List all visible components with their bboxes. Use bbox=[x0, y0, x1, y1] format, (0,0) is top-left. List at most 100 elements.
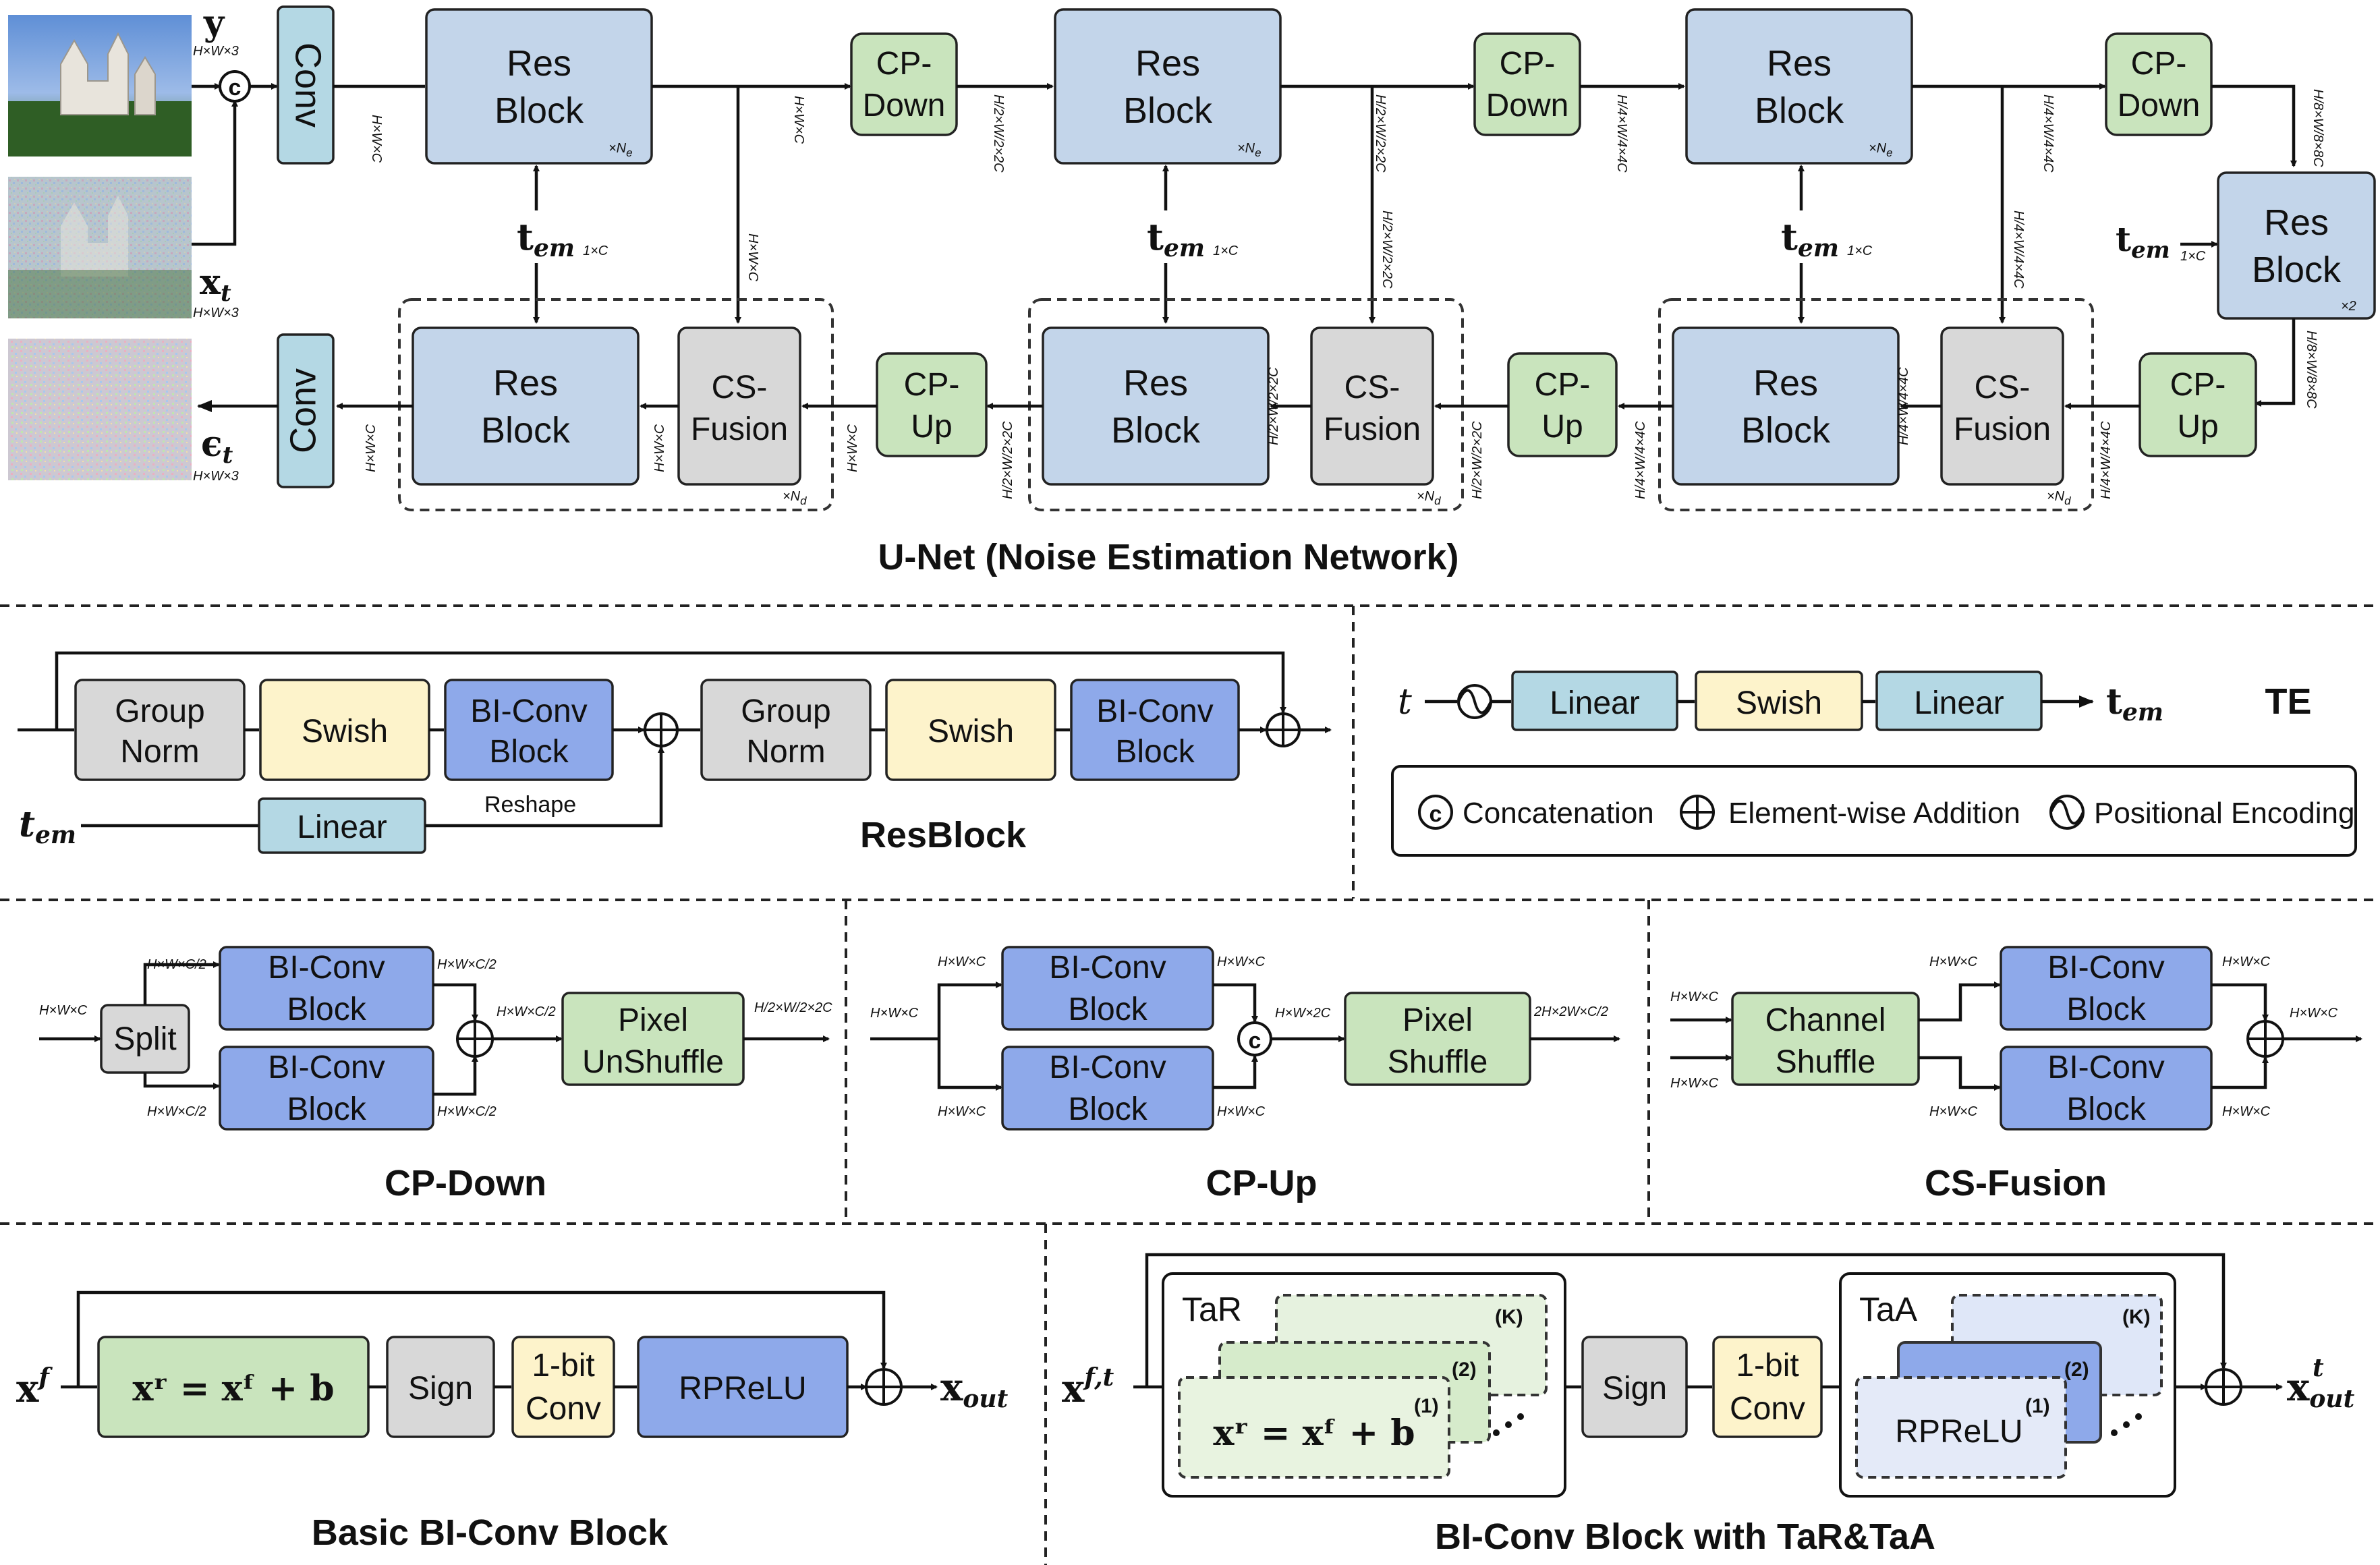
encoder-resblock-1: Res Block ×Ne bbox=[425, 8, 653, 165]
csf-biconv-2: BI-Conv Block bbox=[2000, 1046, 2213, 1131]
svg-text:(K): (K) bbox=[2122, 1306, 2151, 1328]
svg-text:Group: Group bbox=[115, 693, 204, 729]
rb-biconv-1: BI-Conv Block bbox=[444, 679, 614, 781]
tartaa-section: xf,t TaR (K) (2) xʳ = xᶠ + b (1) Sign bbox=[1062, 1253, 2355, 1557]
svg-text:Block: Block bbox=[1115, 734, 1195, 770]
svg-text:Split: Split bbox=[113, 1021, 176, 1057]
tem-3-dim: 1×C bbox=[1847, 244, 1873, 258]
decoder-resblock-1: Res Block bbox=[412, 326, 640, 486]
svg-text:×Ne: ×Ne bbox=[1869, 141, 1893, 159]
rb-skip bbox=[55, 651, 1286, 730]
taa-card-1: RPReLU (1) bbox=[1855, 1376, 2067, 1479]
cpdown-section: H×W×C Split H×W×C/2 H×W×C/2 BI-Conv Bloc… bbox=[39, 946, 832, 1203]
cpu-biconv-1: BI-Conv Block bbox=[1001, 946, 1214, 1031]
basic-biconv-section: xf xʳ = xᶠ + b Sign 1-bit Conv RPReLU x bbox=[16, 1290, 1009, 1553]
csf-in-dim-2: H×W×C bbox=[1670, 1076, 1719, 1091]
svg-text:c: c bbox=[1249, 1028, 1262, 1054]
eps-label: ϵt bbox=[201, 424, 233, 469]
cpu-dim-4: H×W×C bbox=[1217, 1104, 1266, 1119]
tt-xft: xf,t bbox=[1062, 1363, 1114, 1411]
svg-text:Res: Res bbox=[1123, 363, 1188, 403]
rb-linear-to-add bbox=[425, 746, 664, 828]
te-linear-2: Linear bbox=[1875, 671, 2043, 731]
csf-biconv-1: BI-Conv Block bbox=[2000, 946, 2213, 1031]
svg-text:Block: Block bbox=[2252, 250, 2342, 290]
dim-hwc-3: H×W×C bbox=[745, 233, 760, 282]
concat-icon: c bbox=[219, 70, 251, 103]
taa-label: TaA bbox=[1859, 1290, 1918, 1328]
cpd-dim-1: H×W×C/2 bbox=[147, 957, 206, 972]
tartaa-title: BI-Conv Block with TaR&TaA bbox=[1435, 1516, 1935, 1557]
csfusion-section: H×W×C H×W×C Channel Shuffle H×W×C H×W×C … bbox=[1670, 946, 2362, 1203]
svg-text:Block: Block bbox=[287, 992, 366, 1027]
svg-text:(1): (1) bbox=[2025, 1395, 2050, 1417]
dim-h2-5: H/2×W/2×2C bbox=[1470, 421, 1485, 499]
svg-text:BI-Conv: BI-Conv bbox=[1049, 950, 1166, 986]
rb-biconv-2: BI-Conv Block bbox=[1070, 679, 1240, 781]
svg-text:CP-: CP- bbox=[904, 367, 960, 403]
cpd-dim-5: H×W×C/2 bbox=[497, 1004, 556, 1019]
csf-in-dim-1: H×W×C bbox=[1670, 990, 1719, 1004]
cpu-in-dim: H×W×C bbox=[870, 1006, 919, 1021]
svg-text:CP-: CP- bbox=[2170, 367, 2226, 403]
svg-text:Res: Res bbox=[2264, 202, 2329, 243]
legend-concat: Concatenation bbox=[1463, 797, 1654, 830]
svg-text:BI-Conv: BI-Conv bbox=[2047, 1050, 2164, 1085]
xt-to-concat bbox=[192, 100, 238, 246]
taa-dots bbox=[2111, 1413, 2142, 1436]
conv-in-block: Conv bbox=[277, 5, 335, 165]
clean-image bbox=[8, 15, 192, 156]
svg-text:Up: Up bbox=[911, 409, 952, 445]
dim-h4-5: H/4×W/4×4C bbox=[2099, 421, 2114, 499]
cpu-down bbox=[937, 1039, 1002, 1091]
svg-text:Res: Res bbox=[1767, 43, 1832, 84]
svg-text:Conv: Conv bbox=[288, 42, 329, 127]
svg-text:Swish: Swish bbox=[928, 714, 1014, 749]
tar-label: TaR bbox=[1182, 1290, 1242, 1328]
csf-b2-add bbox=[2211, 1056, 2269, 1089]
dim-h2-6: H/2×W/2×2C bbox=[1000, 421, 1015, 499]
dim-h2-3: H/2×W/2×2C bbox=[1380, 210, 1394, 289]
svg-text:CP-: CP- bbox=[1500, 46, 1556, 82]
cp-down-3: CP- Down bbox=[2105, 32, 2213, 136]
svg-text:Swish: Swish bbox=[1736, 685, 1822, 721]
svg-text:Block: Block bbox=[1068, 1091, 1148, 1127]
svg-text:CP-: CP- bbox=[2131, 46, 2187, 82]
eps-dim: H×W×3 bbox=[193, 469, 239, 484]
cpd-dim-6: H/2×W/2×2C bbox=[754, 1000, 832, 1015]
svg-text:Shuffle: Shuffle bbox=[1776, 1044, 1876, 1080]
noisy-image bbox=[8, 177, 192, 318]
basic-rprelu: RPReLU bbox=[637, 1336, 849, 1438]
svg-text:Block: Block bbox=[481, 410, 571, 451]
cpu-biconv-2: BI-Conv Block bbox=[1001, 1046, 1214, 1131]
svg-text:Fusion: Fusion bbox=[691, 411, 788, 447]
svg-text:Sign: Sign bbox=[408, 1371, 473, 1406]
svg-text:Block: Block bbox=[287, 1091, 366, 1127]
dim-h4-4: H/4×W/4×4C bbox=[1896, 367, 1911, 445]
cpu-up bbox=[937, 981, 1002, 1039]
svg-text:Block: Block bbox=[1111, 410, 1201, 451]
svg-text:Block: Block bbox=[2066, 992, 2146, 1027]
svg-text:(2): (2) bbox=[2064, 1359, 2089, 1381]
tt-add-icon bbox=[2205, 1368, 2242, 1406]
cpup-title: CP-Up bbox=[1206, 1163, 1318, 1203]
svg-text:CS-: CS- bbox=[1344, 370, 1400, 405]
basic-sign: Sign bbox=[386, 1336, 495, 1438]
cpup-section: H×W×C H×W×C H×W×C BI-Conv Block BI-Conv … bbox=[870, 946, 1620, 1203]
cpu-dim-6: 2H×2W×C/2 bbox=[1533, 1004, 1608, 1019]
svg-text:(K): (K) bbox=[1495, 1306, 1523, 1328]
te-title: TE bbox=[2265, 681, 2311, 722]
cpu-dim-3: H×W×C bbox=[1217, 955, 1266, 969]
legend-concat-icon: c bbox=[1418, 795, 1453, 830]
svg-text:Linear: Linear bbox=[1914, 685, 2004, 721]
csf-dim-1: H×W×C bbox=[1929, 955, 1978, 969]
rb-tem: tem bbox=[19, 804, 76, 849]
svg-text:Up: Up bbox=[2177, 409, 2218, 445]
cpd-biconv-2: BI-Conv Block bbox=[219, 1046, 434, 1131]
tem-2: tem bbox=[1147, 215, 1205, 262]
svg-text:xʳ = xᶠ + b: xʳ = xᶠ + b bbox=[1213, 1413, 1415, 1454]
svg-text:Norm: Norm bbox=[746, 734, 825, 770]
legend-box: c Concatenation Element-wise Addition Po… bbox=[1391, 765, 2357, 857]
cpd-split-down bbox=[143, 1073, 220, 1089]
